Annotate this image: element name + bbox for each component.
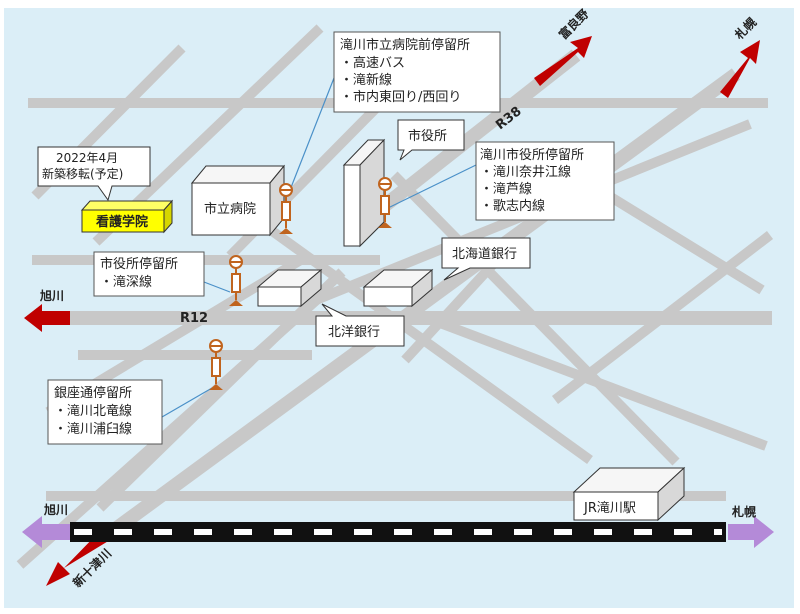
ginza-stop-line-1: ・滝川北竜線 bbox=[54, 403, 132, 419]
city-hall-stop-line-3: ・歌志内線 bbox=[480, 198, 545, 214]
nursing-school-building: 看護学院 bbox=[80, 199, 174, 234]
sapporo-rail-label: 札幌 bbox=[731, 504, 756, 519]
railway bbox=[70, 522, 726, 542]
sapporo-rail-arrow-icon bbox=[728, 516, 774, 548]
asahikawa-road-label: 旭川 bbox=[39, 288, 64, 303]
city-hall-label: 市役所 bbox=[408, 128, 447, 144]
shiyakusho-stop-title: 市役所停留所 bbox=[100, 256, 178, 272]
hokkaido-bank-label: 北海道銀行 bbox=[452, 247, 517, 262]
city-hall-building bbox=[342, 138, 386, 248]
city-hall-stop-title: 滝川市役所停留所 bbox=[480, 147, 584, 163]
school-note-callout: 2022年4月 新築移転(予定) bbox=[37, 146, 151, 202]
r12-label: R12 bbox=[180, 311, 208, 326]
city-hall-stop-line-1: ・滝川奈井江線 bbox=[480, 164, 571, 180]
school-note-line2: 新築移転(予定) bbox=[42, 166, 123, 181]
asahikawa-rail-label: 旭川 bbox=[43, 502, 68, 517]
hospital-stop-line-2: ・滝新線 bbox=[340, 72, 392, 88]
hospital-building: 市立病院 bbox=[190, 164, 286, 237]
station-building: JR滝川駅 bbox=[572, 466, 686, 522]
hokuyo-bank-callout: 北洋銀行 bbox=[315, 303, 405, 347]
bank-building-2 bbox=[362, 268, 434, 308]
hokuyo-bank-label: 北洋銀行 bbox=[328, 325, 380, 340]
asahikawa-road-arrow-icon bbox=[24, 304, 70, 332]
hospital-stop-line-1: ・高速バス bbox=[340, 55, 405, 71]
furano-arrow-icon bbox=[534, 36, 592, 86]
bank-building-1 bbox=[256, 268, 323, 308]
ginza-stop-line-2: ・滝川浦臼線 bbox=[54, 421, 132, 437]
hospital-stop-box: 滝川市立病院前停留所 ・高速バス ・滝新線 ・市内東回り/西回り bbox=[333, 31, 501, 113]
leader-lines bbox=[161, 77, 477, 418]
station-label: JR滝川駅 bbox=[583, 501, 636, 516]
city-hall-callout: 市役所 bbox=[397, 119, 465, 161]
city-hall-stop-box: 滝川市役所停留所 ・滝川奈井江線 ・滝芦線 ・歌志内線 bbox=[475, 141, 615, 221]
r38-road bbox=[101, 68, 741, 542]
hospital-stop-line-3: ・市内東回り/西回り bbox=[340, 89, 461, 105]
hospital-label: 市立病院 bbox=[204, 201, 256, 217]
hospital-stop-title: 滝川市立病院前停留所 bbox=[340, 37, 470, 53]
ginza-stop-title: 銀座通停留所 bbox=[54, 385, 132, 401]
hokkaido-bank-callout: 北海道銀行 bbox=[441, 237, 531, 281]
shiyakusho-stop-box: 市役所停留所 ・滝深線 bbox=[93, 251, 205, 297]
shiyakusho-stop-line-1: ・滝深線 bbox=[100, 274, 152, 290]
asahikawa-rail-arrow-icon bbox=[22, 516, 70, 548]
school-note-line1: 2022年4月 bbox=[56, 151, 118, 165]
sapporo-road-arrow-icon bbox=[720, 40, 760, 98]
ginza-stop-box: 銀座通停留所 ・滝川北竜線 ・滝川浦臼線 bbox=[47, 379, 163, 445]
shintotsukawa-arrow-icon bbox=[46, 531, 110, 586]
city-hall-stop-line-2: ・滝芦線 bbox=[480, 181, 532, 197]
nursing-school-label: 看護学院 bbox=[96, 214, 148, 230]
